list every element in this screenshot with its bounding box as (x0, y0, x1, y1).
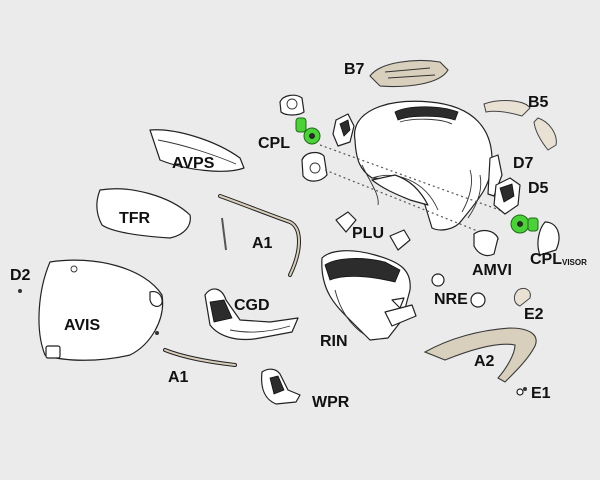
label-tfr: TFR (119, 210, 151, 227)
e2-piece (513, 287, 531, 307)
label-d2: D2 (10, 267, 31, 284)
label-e1: E1 (531, 385, 551, 402)
wpr-piece (261, 368, 301, 405)
label-b5: B5 (528, 94, 549, 111)
label-rin: RIN (320, 333, 348, 350)
avis-visor (38, 259, 164, 361)
label-cpl-right-sub: VISOR (562, 258, 587, 267)
label-a2: A2 (474, 353, 495, 370)
d7-d5-mechanism (487, 154, 560, 256)
label-e2: E2 (524, 306, 544, 323)
a2-trim-bottom (423, 327, 537, 396)
label-wpr: WPR (312, 394, 350, 411)
label-b7: B7 (344, 61, 365, 78)
e1-screw (523, 387, 527, 391)
d2-screw (18, 289, 22, 293)
a1-trim-top (218, 194, 301, 277)
avps-visor (149, 129, 245, 172)
label-d5: D5 (528, 180, 549, 197)
label-cgd: CGD (234, 297, 270, 314)
tfr-visor (96, 188, 191, 239)
label-d7: D7 (513, 155, 534, 172)
rin-inner-liner (321, 250, 417, 341)
label-avps: AVPS (172, 155, 215, 172)
amvi-piece (473, 229, 499, 257)
label-nre: NRE (434, 291, 468, 308)
label-amvi: AMVI (472, 262, 512, 279)
b5-rear-vents (483, 100, 557, 151)
label-cpl-right: CPLVISOR (530, 251, 587, 268)
label-a1-bottom: A1 (168, 369, 189, 386)
cpl-left-mechanism (279, 94, 355, 182)
label-a1-top: A1 (252, 235, 273, 252)
a1-trim-bottom (163, 348, 237, 367)
nre-piece (431, 273, 486, 308)
plu-clips (335, 211, 411, 251)
label-cpl-left: CPL (258, 135, 290, 152)
helmet-shell (354, 100, 493, 231)
label-plu: PLU (352, 225, 384, 242)
cgd-chin-guard (204, 288, 299, 341)
label-avis: AVIS (64, 317, 101, 334)
b7-top-vent (369, 59, 449, 87)
